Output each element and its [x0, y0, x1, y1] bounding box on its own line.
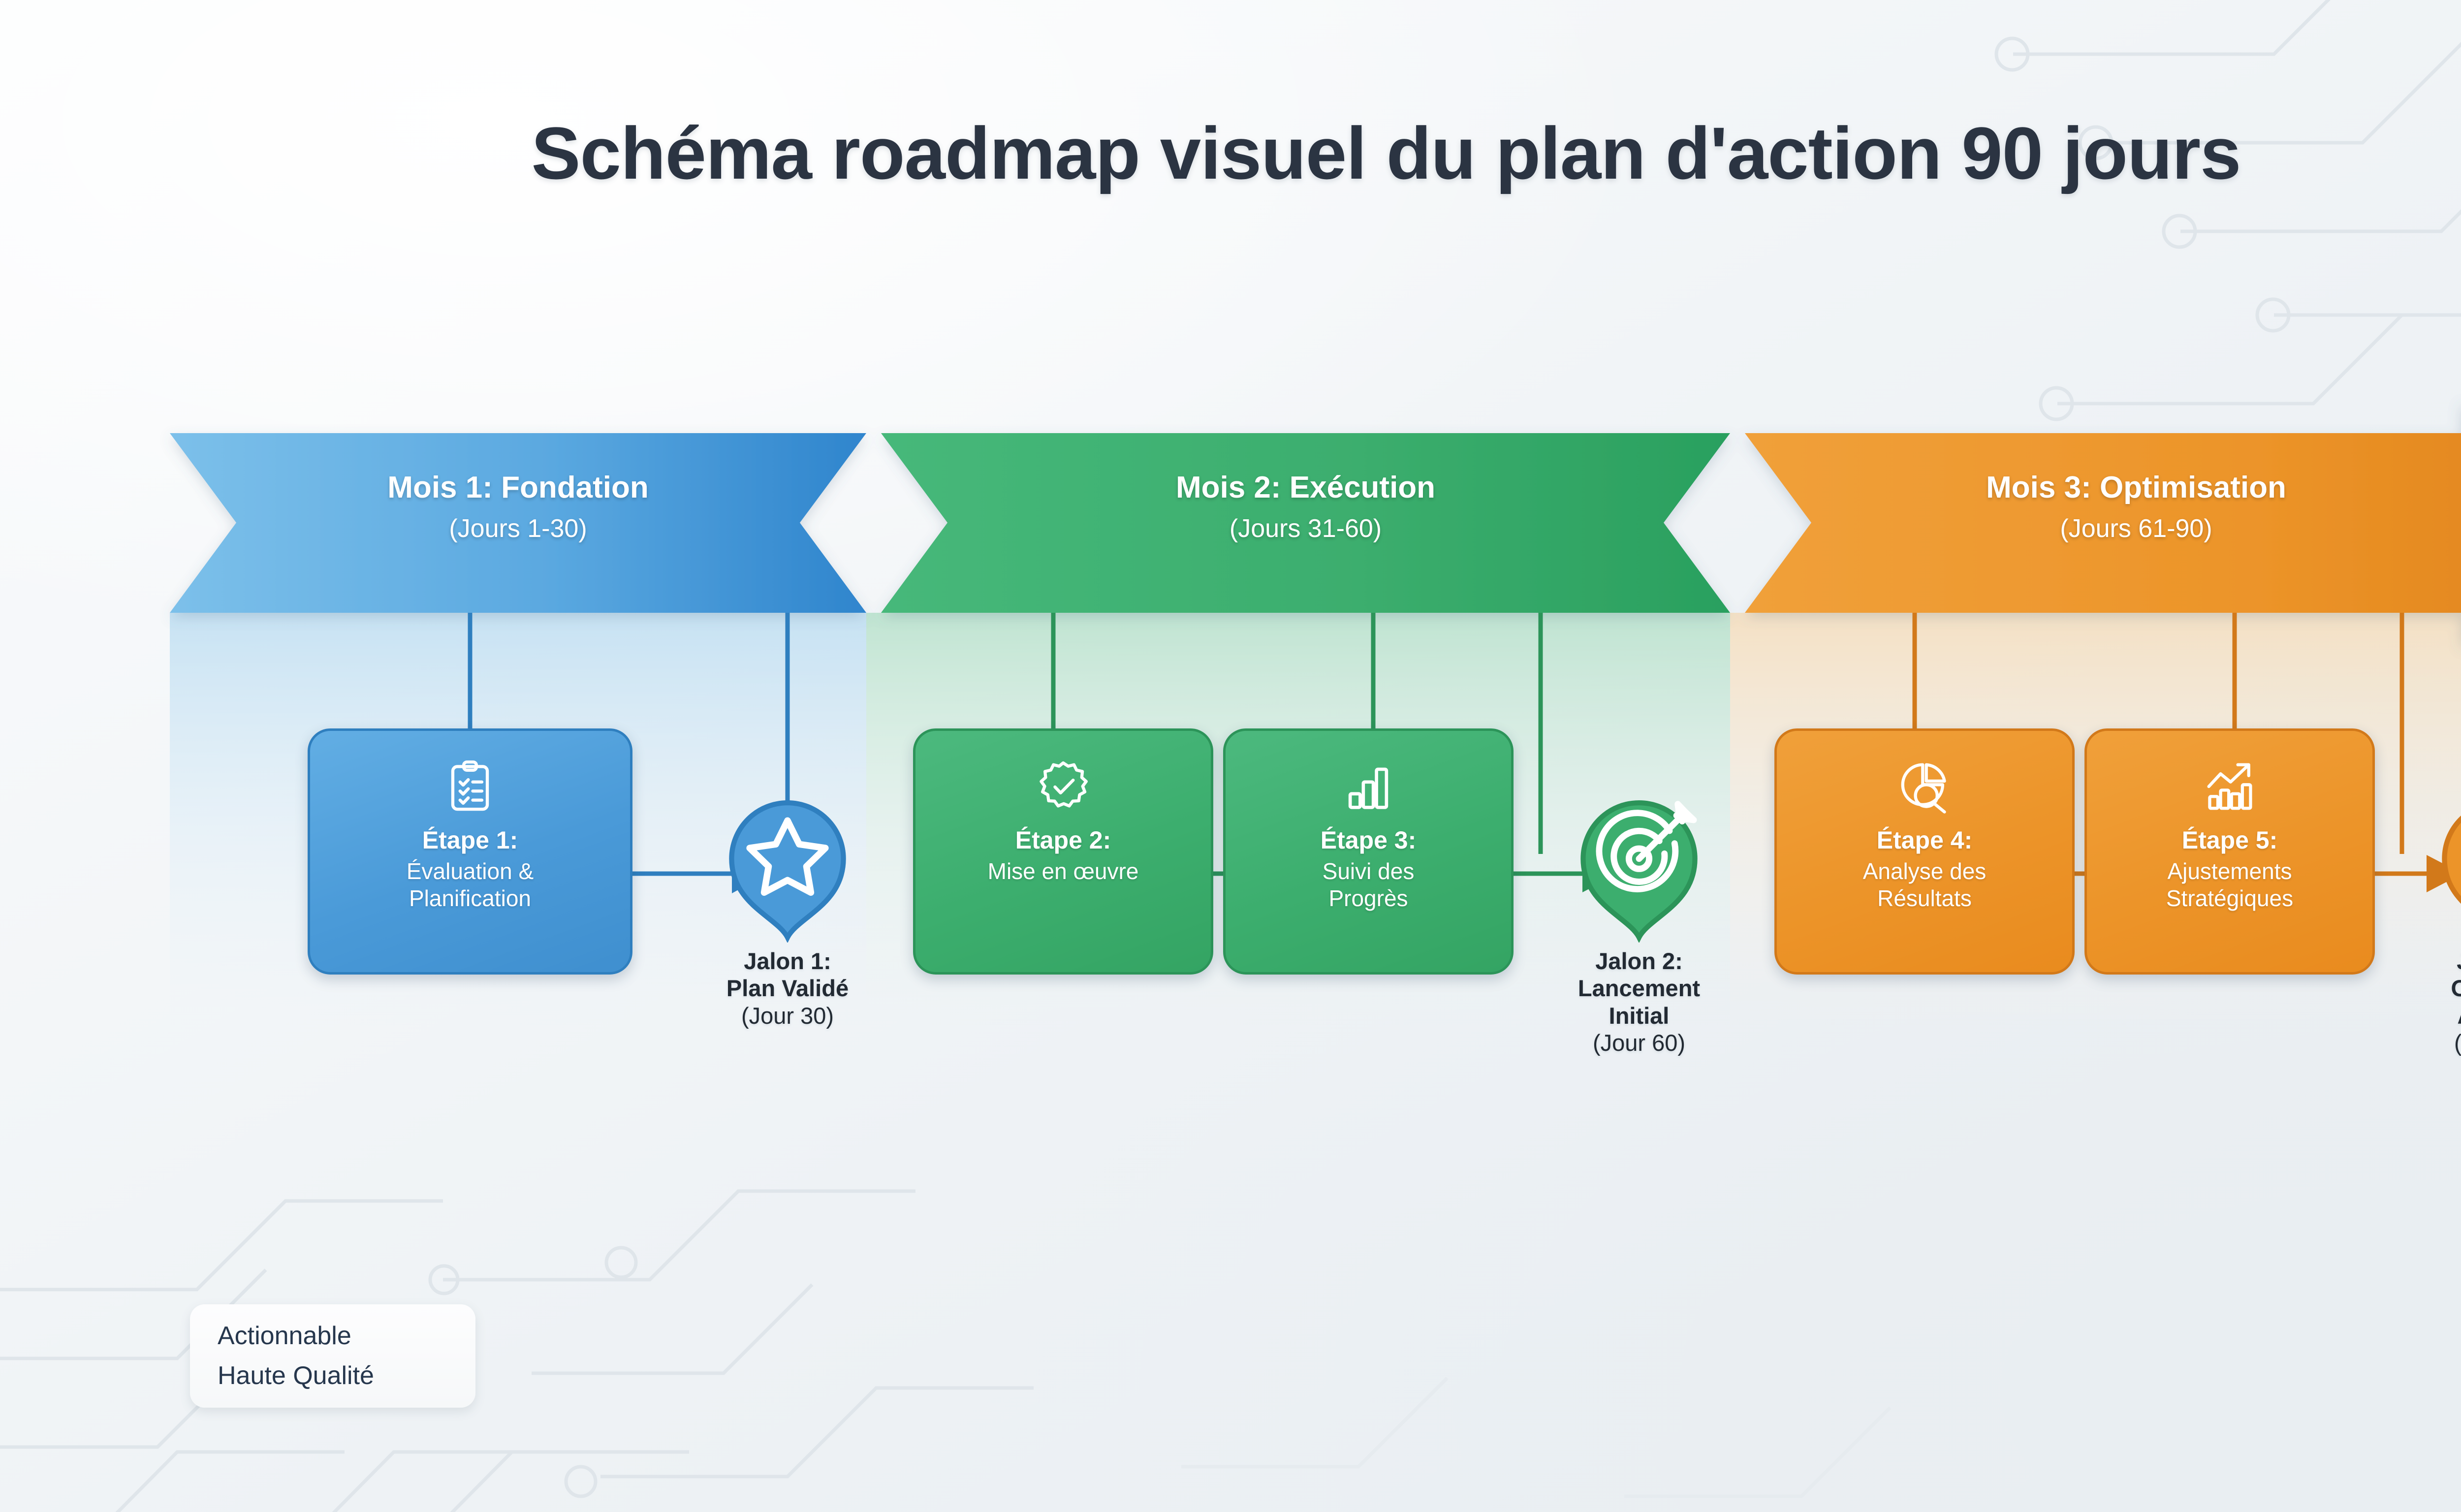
milestone-title-2: Jalon 2:	[1595, 948, 1683, 974]
milestone-label-1: Jalon 1: Plan Validé (Jour 30)	[726, 947, 849, 1029]
milestone-label-2: Jalon 2: Lancement Initial (Jour 60)	[1578, 947, 1700, 1057]
step-card-3[interactable]: Étape 3: Suivi des Progrès	[1223, 728, 1514, 975]
milestone-name-2-line1: Lancement	[1578, 975, 1701, 1002]
step-desc-3: Suivi des Progrès	[1323, 858, 1415, 912]
step-title-4: Étape 4:	[1876, 826, 1973, 854]
step-desc-3-line1: Suivi des	[1322, 858, 1415, 884]
badge-line-1: Actionnable	[218, 1322, 351, 1351]
step-desc-1-line2: Planification	[409, 885, 532, 912]
page-title: Schéma roadmap visuel du plan d'action 9…	[531, 112, 2241, 194]
target-icon	[1596, 801, 1697, 892]
phase-label-3: Mois 3: Optimisation (Jours 61-90)	[1811, 471, 2461, 543]
step-card-5[interactable]: Étape 5: Ajustements Stratégiques	[2084, 728, 2375, 975]
milestone-pin-3-shape	[2442, 816, 2461, 904]
step-title-3: Étape 3:	[1320, 826, 1417, 854]
star-icon	[746, 817, 829, 896]
step-card-1[interactable]: Étape 1: Évaluation & Planification	[308, 728, 632, 975]
phase-name-3: Mois 3: Optimisation	[1986, 471, 2286, 504]
milestone-pin-1-shape	[729, 800, 846, 943]
phase-days-1: (Jours 1-30)	[449, 514, 587, 543]
bar-chart-icon	[1348, 767, 1388, 809]
step-desc-5-line1: Ajustements	[2167, 858, 2292, 884]
milestone-pin-3[interactable]: Jalon 3: Objectifs Atteints (Jour 90)	[2424, 785, 2461, 1056]
milestone-day-3: (Jour 90)	[2451, 1029, 2461, 1056]
milestone-title-1: Jalon 1:	[744, 948, 831, 974]
step-desc-4-line2: Résultats	[1877, 885, 1972, 912]
step-card-2[interactable]: Étape 2: Mise en œuvre	[913, 728, 1213, 975]
phase-name-2: Mois 2: Exécution	[1175, 471, 1436, 504]
phase-label-1: Mois 1: Fondation (Jours 1-30)	[236, 471, 800, 543]
step-desc-3-line2: Progrès	[1328, 885, 1408, 912]
quality-badge: Actionnable Haute Qualité	[190, 1304, 475, 1408]
step-title-2: Étape 2:	[1015, 826, 1111, 854]
phase-name-1: Mois 1: Fondation	[387, 471, 649, 504]
badge-line-2: Haute Qualité	[218, 1361, 374, 1390]
milestone-name-2-line2: Initial	[1609, 1002, 1670, 1029]
phase-days-2: (Jours 31-60)	[1229, 514, 1382, 543]
step-desc-5: Ajustements Stratégiques	[2166, 858, 2293, 912]
step-title-1: Étape 1:	[422, 826, 518, 854]
milestone-name-3-line1: Objectifs	[2451, 975, 2461, 1002]
phase-label-2: Mois 2: Exécution (Jours 31-60)	[947, 471, 1664, 543]
milestone-pin-2[interactable]: Jalon 2: Lancement Initial (Jour 60)	[1563, 785, 1715, 1056]
milestone-name-1: Plan Validé	[726, 975, 849, 1002]
phase-days-3: (Jours 61-90)	[2060, 514, 2212, 543]
phase-banner-2[interactable]	[881, 433, 1730, 613]
step-card-4[interactable]: Étape 4: Analyse des Résultats	[1774, 728, 2075, 975]
step-desc-4-line1: Analyse des	[1862, 858, 1987, 884]
gear-check-icon	[1040, 761, 1088, 808]
milestone-title-3: Jalon 3:	[2451, 947, 2461, 975]
growth-chart-icon	[2207, 763, 2252, 810]
milestone-pin-2-shape	[1580, 800, 1698, 943]
milestone-day-1: (Jour 30)	[741, 1002, 834, 1029]
pie-chart-search-icon	[1901, 763, 1946, 814]
step-desc-5-line2: Stratégiques	[2166, 885, 2294, 912]
step-desc-2: Mise en œuvre	[987, 858, 1139, 884]
step-desc-1: Évaluation & Planification	[407, 858, 534, 912]
step-desc-1-line1: Évaluation &	[406, 858, 534, 884]
step-title-5: Étape 5:	[2181, 826, 2278, 854]
phase-banner-1[interactable]	[170, 433, 866, 613]
clipboard-checklist-icon	[451, 760, 489, 811]
milestone-name-3-line2: Atteints	[2451, 1002, 2461, 1029]
milestone-pin-1[interactable]: Jalon 1: Plan Validé (Jour 30)	[711, 785, 864, 1029]
milestone-label-3: Jalon 3: Objectifs Atteints (Jour 90)	[2451, 947, 2461, 1057]
step-desc-4: Analyse des Résultats	[1863, 858, 1987, 912]
phase-banner-3[interactable]	[1745, 399, 2461, 646]
milestone-day-2: (Jour 60)	[1592, 1030, 1686, 1056]
